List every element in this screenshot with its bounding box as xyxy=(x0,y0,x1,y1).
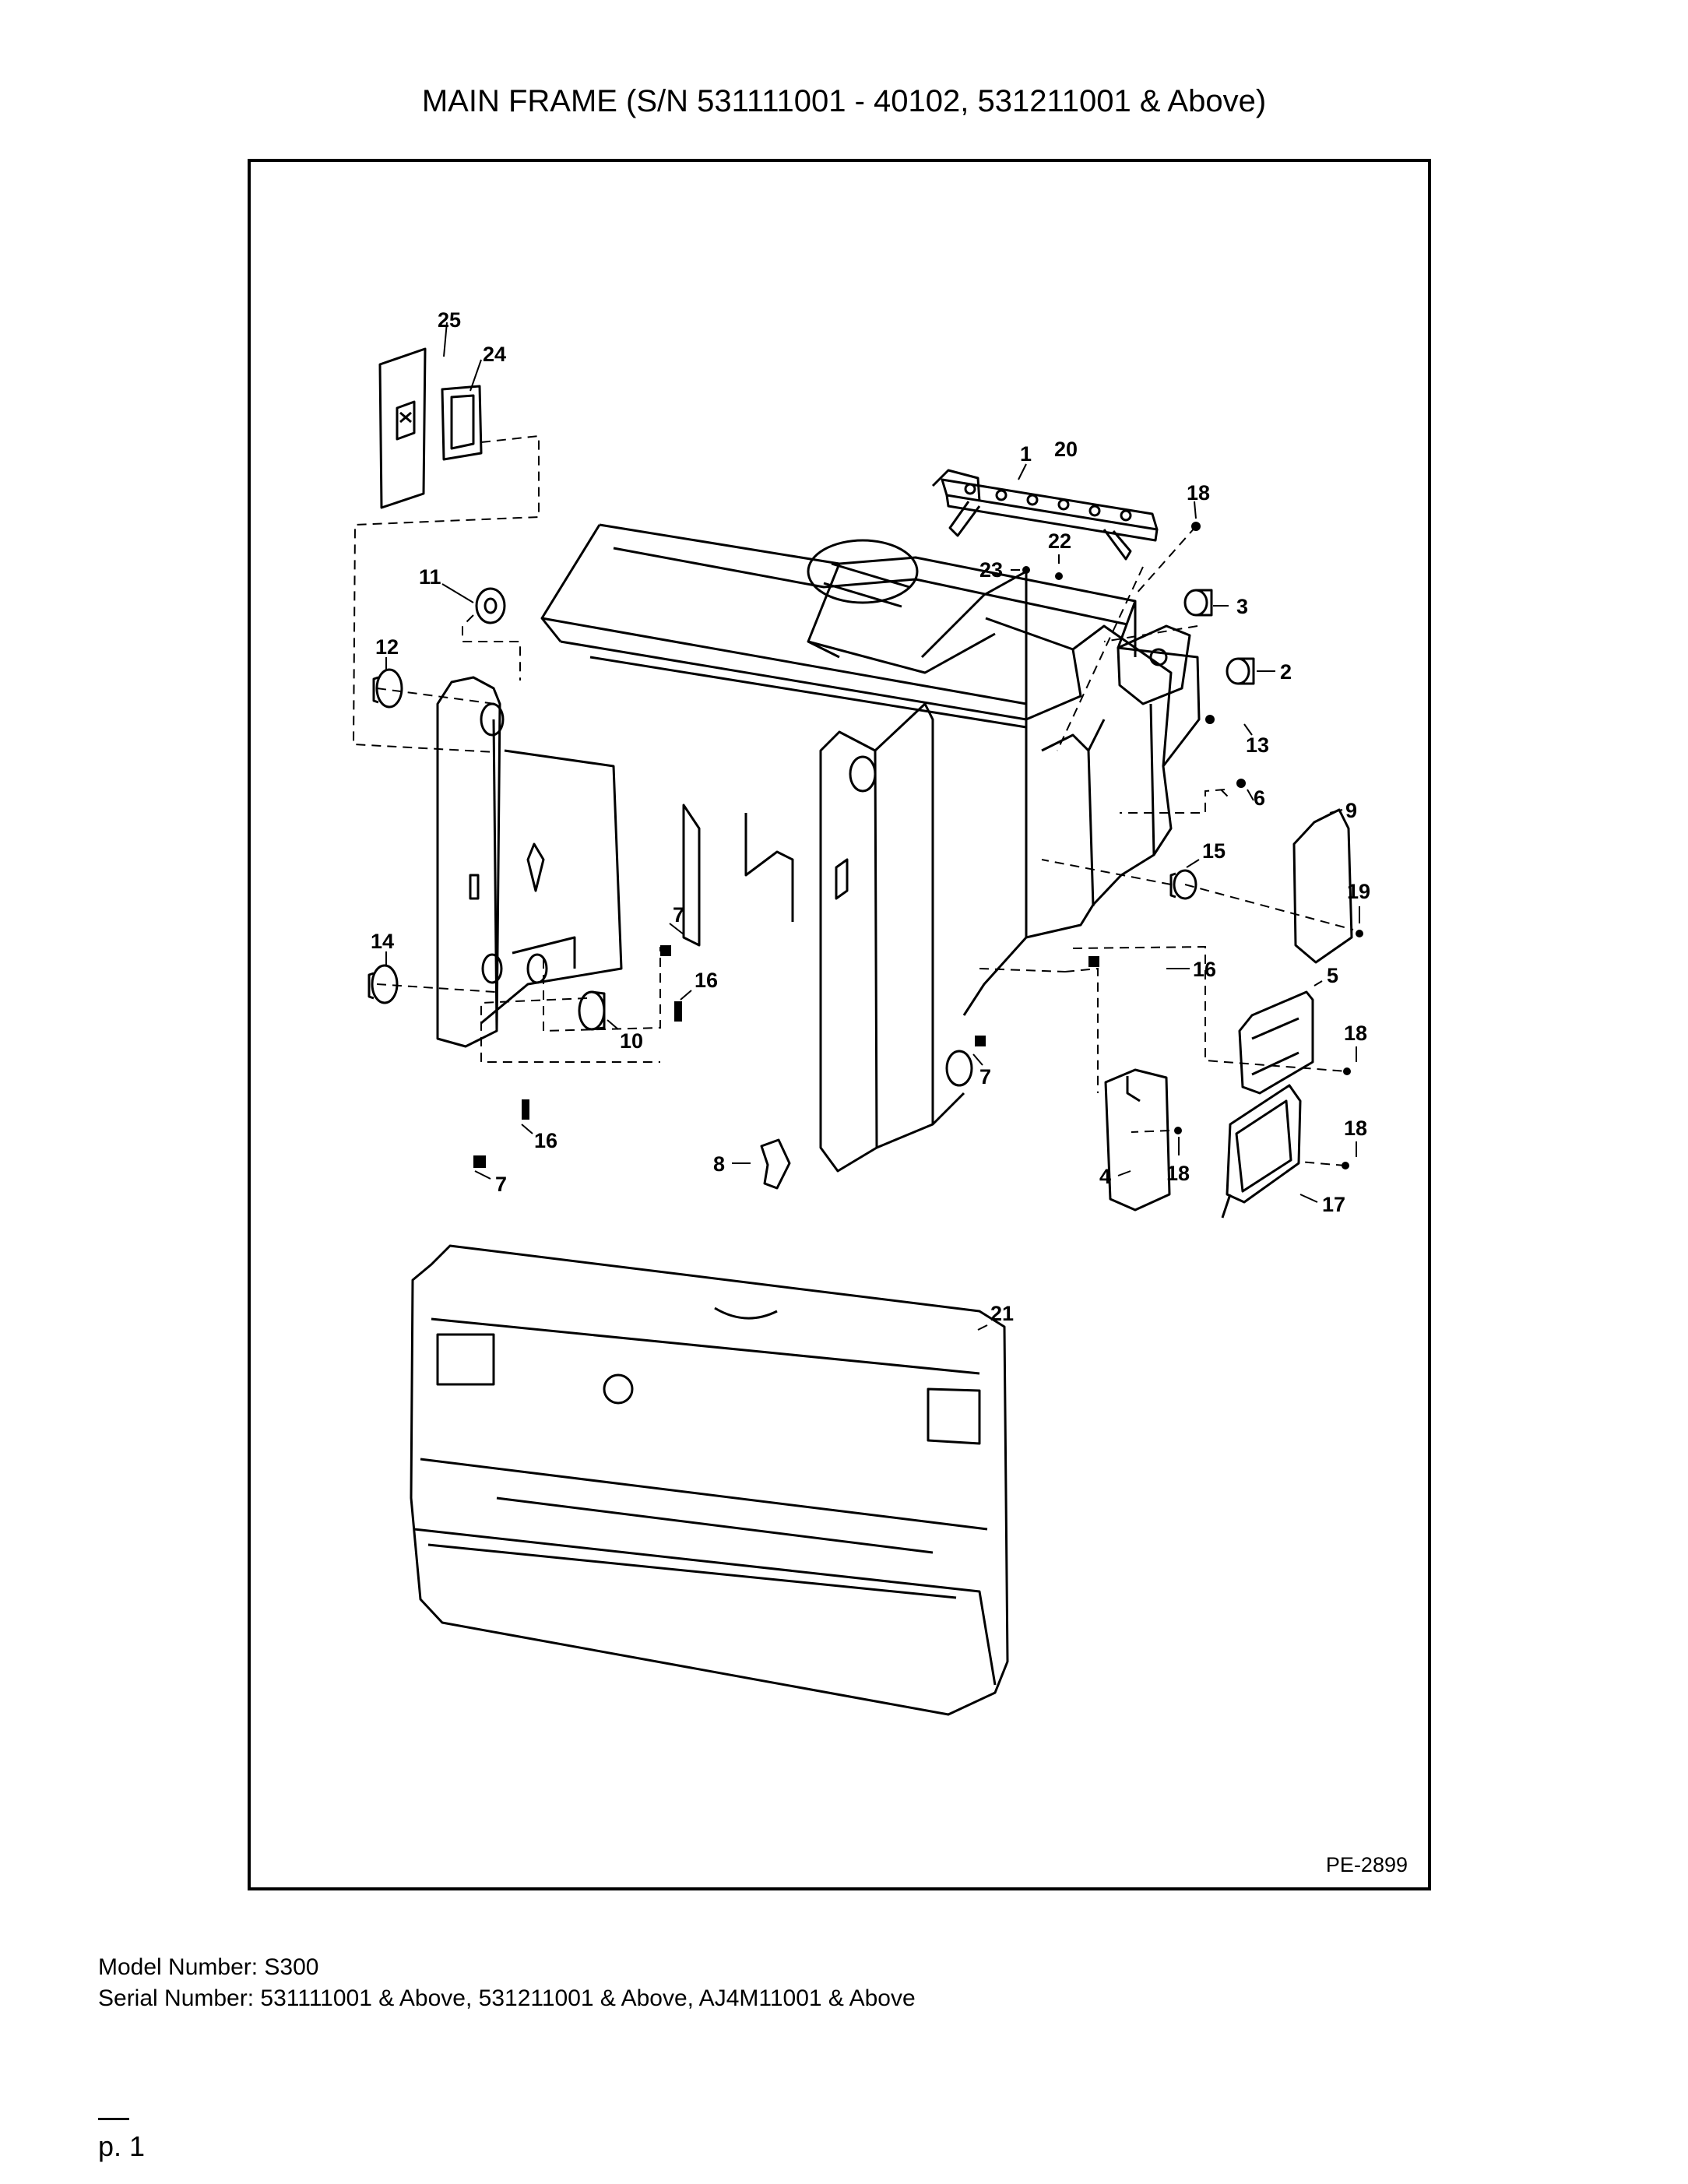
part-24-gasket xyxy=(441,385,483,461)
callout-11: 11 xyxy=(419,565,441,589)
extra-callouts: 7 18 xyxy=(248,159,1431,1890)
callout-23: 23 xyxy=(979,558,1003,582)
part-17-cover xyxy=(1221,1084,1302,1219)
part-15-bushing xyxy=(1169,869,1197,900)
callout-21: 21 xyxy=(990,1302,1014,1325)
callout-1: 1 xyxy=(1020,442,1032,466)
fasteners xyxy=(473,522,1363,1169)
part-1-main-frame xyxy=(540,469,1201,1016)
callout-8: 8 xyxy=(713,1152,725,1176)
part-mount-bracket xyxy=(1117,624,1191,705)
callout-12: 12 xyxy=(375,635,399,659)
part-21-rear-panel xyxy=(410,1244,1009,1716)
callout-18-top: 18 xyxy=(1187,481,1210,505)
callout-18-right-2: 18 xyxy=(1344,1117,1367,1140)
callout-18-right-1: 18 xyxy=(1344,1022,1367,1045)
diagram-frame xyxy=(248,159,1431,1890)
model-number: Model Number: S300 xyxy=(98,1954,319,1980)
callout-19: 19 xyxy=(1347,880,1370,903)
callout-14: 14 xyxy=(371,930,394,953)
leaders xyxy=(385,322,1360,1331)
callout-22: 22 xyxy=(1048,529,1071,553)
part-4-cover xyxy=(1238,990,1314,1095)
part-2-bushing xyxy=(1226,657,1255,685)
callout-15: 15 xyxy=(1202,839,1226,863)
callout-4: 5 xyxy=(1327,964,1338,987)
part-6-cover xyxy=(1104,1068,1171,1212)
callout-18-lower: 18 xyxy=(1166,1162,1190,1185)
dashed-leaders xyxy=(352,434,1354,1166)
drawing-code: PE-2899 xyxy=(1325,1853,1408,1876)
callout-17: 17 xyxy=(1322,1193,1345,1216)
callout-16-center: 16 xyxy=(695,969,718,992)
part-10-bushing xyxy=(578,990,606,1031)
callout-16-right: 16 xyxy=(1193,958,1216,981)
callout-24: 24 xyxy=(483,343,506,366)
part-20-bar xyxy=(941,478,1159,561)
part-8-bracket xyxy=(760,1138,791,1190)
part-1-left-upright xyxy=(436,676,623,1048)
callout-16-left: 16 xyxy=(534,1129,557,1152)
part-14-bushing xyxy=(367,964,399,1004)
parts-diagram: 25 24 1 20 18 22 23 11 3 2 12 13 6 9 15 … xyxy=(352,308,1370,1716)
callout-7-center: 7 xyxy=(673,903,684,927)
model-info: Model Number: S300 Serial Number: 531111… xyxy=(98,1952,916,2014)
callout-labels: 25 24 1 20 18 22 23 11 3 2 12 13 6 9 15 … xyxy=(371,308,1370,1325)
page-title: MAIN FRAME (S/N 531111001 - 40102, 53121… xyxy=(421,84,1267,118)
spare xyxy=(0,0,1,1)
part-25-plate xyxy=(378,347,427,509)
callout-9: 9 xyxy=(1345,799,1357,822)
callout-2: 2 xyxy=(1280,660,1292,684)
callout-7-left: 7 xyxy=(495,1173,507,1196)
callout-7-right: 7 xyxy=(979,1065,991,1088)
callout-20: 20 xyxy=(1054,438,1078,461)
callout-13: 13 xyxy=(1246,733,1269,757)
part-11-bushing xyxy=(475,587,506,624)
callout-6: 4 xyxy=(1099,1165,1111,1188)
part-3-bushing xyxy=(1183,589,1213,617)
callout-3: 3 xyxy=(1236,595,1248,618)
callout-5: 6 xyxy=(1254,786,1265,810)
callout-25: 25 xyxy=(438,308,461,332)
part-1-center-upright xyxy=(682,702,973,1173)
serial-number: Serial Number: 531111001 & Above, 531211… xyxy=(98,1985,916,2011)
part-9-cover xyxy=(1292,808,1353,964)
page-number: p. 1 xyxy=(98,2130,146,2162)
page-rule xyxy=(98,2118,129,2120)
callout-10: 10 xyxy=(620,1029,643,1053)
